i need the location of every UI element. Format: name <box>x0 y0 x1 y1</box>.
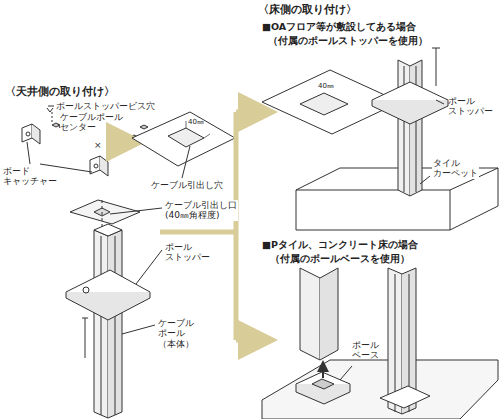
part-label: ボード キャッチャー <box>3 166 57 187</box>
section-heading: 〈床側の取り付け〉 <box>258 4 357 17</box>
part-label: ポール ベース <box>352 340 379 361</box>
part-label: ケーブルポール センター <box>60 112 123 133</box>
section-heading: 〈天井側の取り付け〉 <box>5 86 115 99</box>
part-label: ボールストッパービス穴 <box>56 101 155 111</box>
section-subheading: ■Pタイル、コンクリート床の場合 <box>262 240 418 251</box>
dimension: 40㎜ <box>188 118 204 126</box>
part-label: ポール ストッパー <box>448 96 493 117</box>
pole-base <box>296 366 430 408</box>
part-label: ケーブル引出し穴 <box>150 180 224 190</box>
section-note: （付属のポールベースを使用） <box>270 254 410 265</box>
dimension: 40㎜ <box>318 82 334 90</box>
section-subheading: ■OAフロア等が敷設してある場合 <box>262 22 416 33</box>
part-label: タイル カーペット <box>432 158 479 179</box>
part-label: ケーブル ポール（本体） <box>157 318 195 349</box>
part-label: ポール ストッパー <box>164 242 211 263</box>
part-label: ケーブル引出し口 (40㎜角程度) <box>164 200 238 221</box>
section-note: （付属のポールストッパーを使用） <box>268 36 428 47</box>
cable-pole <box>94 224 122 418</box>
svg-text:×: × <box>94 140 102 150</box>
